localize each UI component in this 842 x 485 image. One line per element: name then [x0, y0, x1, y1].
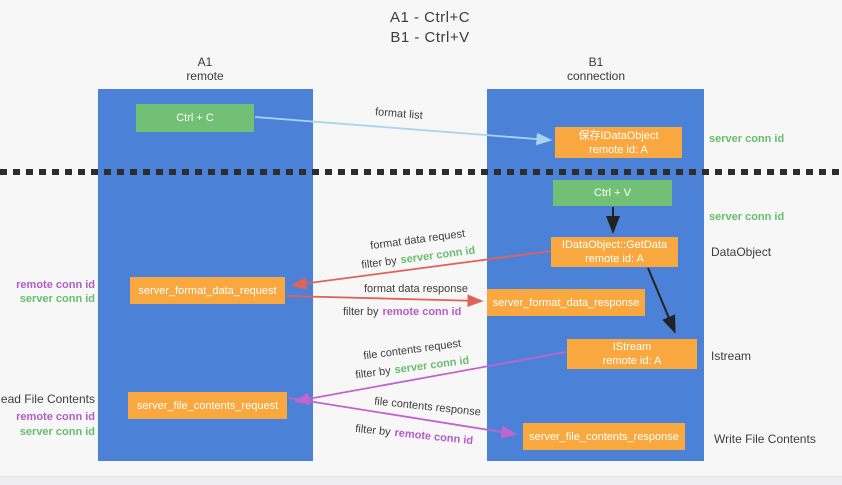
- remote-conn-id-text: remote conn id: [393, 426, 474, 448]
- title-line-1: A1 - Ctrl+C: [389, 9, 471, 26]
- write-file-contents-annotation: Write File Contents: [714, 432, 816, 446]
- format-data-response-label: format data response: [364, 283, 468, 295]
- lifeline-a1-name: A1: [197, 55, 213, 69]
- filter-by-text: filter by: [354, 422, 392, 439]
- save-dataobject-line2: remote id: A: [589, 143, 648, 156]
- filter-by-text: filter by: [354, 364, 392, 382]
- server-format-data-response-label: server_format_data_response: [492, 296, 640, 309]
- istream-line1: IStream: [612, 341, 652, 353]
- file-contents-response-label: file contents response: [373, 395, 482, 419]
- server-conn-id-text: server conn id: [399, 244, 476, 267]
- ctrl-c-action-box: Ctrl + C: [136, 104, 254, 132]
- lifeline-b1-name: B1: [588, 55, 604, 69]
- save-dataobject-box: 保存IDataObject remote id: A: [555, 127, 682, 158]
- lifeline-b1-role: connection: [566, 69, 626, 83]
- getdata-line2: remote id: A: [585, 253, 644, 265]
- arrow-format-data-response: [286, 294, 484, 307]
- phase-separator-dotted-line: [0, 169, 842, 175]
- filter-by-text: filter by: [343, 306, 379, 318]
- dataobject-annotation: DataObject: [711, 245, 772, 259]
- lifeline-b1-header: B1 connection: [536, 55, 656, 83]
- server-file-contents-response-label: server_file_contents_response: [529, 430, 679, 443]
- istream-annotation: Istream: [711, 349, 752, 363]
- server-conn-id-left-mid: server conn id: [19, 293, 95, 305]
- ctrl-v-action-box: Ctrl + V: [553, 180, 672, 206]
- save-dataobject-line1: 保存IDataObject: [578, 129, 659, 142]
- read-file-contents-annotation: Read File Contents: [0, 392, 95, 406]
- bottom-strip: [0, 476, 842, 485]
- diagram-title: A1 - Ctrl+C B1 - Ctrl+V: [300, 8, 560, 48]
- filter-by-text: filter by: [360, 254, 398, 272]
- format-list-label: format list: [374, 106, 424, 122]
- ctrl-v-label: Ctrl + V: [594, 187, 631, 199]
- server-conn-id-right-top: server conn id: [709, 133, 785, 145]
- ctrl-c-label: Ctrl + C: [176, 112, 214, 124]
- lifeline-a1-header: A1 remote: [145, 55, 265, 83]
- server-file-contents-request-label: server_file_contents_request: [136, 399, 279, 412]
- server-format-data-request-box: server_format_data_request: [130, 277, 285, 304]
- server-conn-id-left-bottom: server conn id: [19, 426, 95, 438]
- title-line-2: B1 - Ctrl+V: [390, 29, 470, 46]
- server-file-contents-request-box: server_file_contents_request: [128, 392, 287, 419]
- remote-conn-id-text: remote conn id: [382, 306, 462, 318]
- istream-box: IStream remote id: A: [567, 339, 697, 369]
- remote-conn-id-left-mid: remote conn id: [16, 279, 95, 291]
- server-file-contents-response-box: server_file_contents_response: [523, 423, 685, 450]
- server-format-data-response-box: server_format_data_response: [487, 289, 645, 316]
- getdata-line1: IDataObject::GetData: [561, 239, 668, 251]
- getdata-box: IDataObject::GetData remote id: A: [551, 237, 678, 267]
- istream-line2: remote id: A: [602, 355, 662, 367]
- server-format-data-request-label: server_format_data_request: [138, 284, 277, 297]
- lifeline-a1-role: remote: [186, 69, 224, 83]
- server-conn-id-right-mid: server conn id: [709, 211, 785, 223]
- server-conn-id-text: server conn id: [393, 354, 470, 377]
- remote-conn-id-left-bottom: remote conn id: [16, 411, 95, 423]
